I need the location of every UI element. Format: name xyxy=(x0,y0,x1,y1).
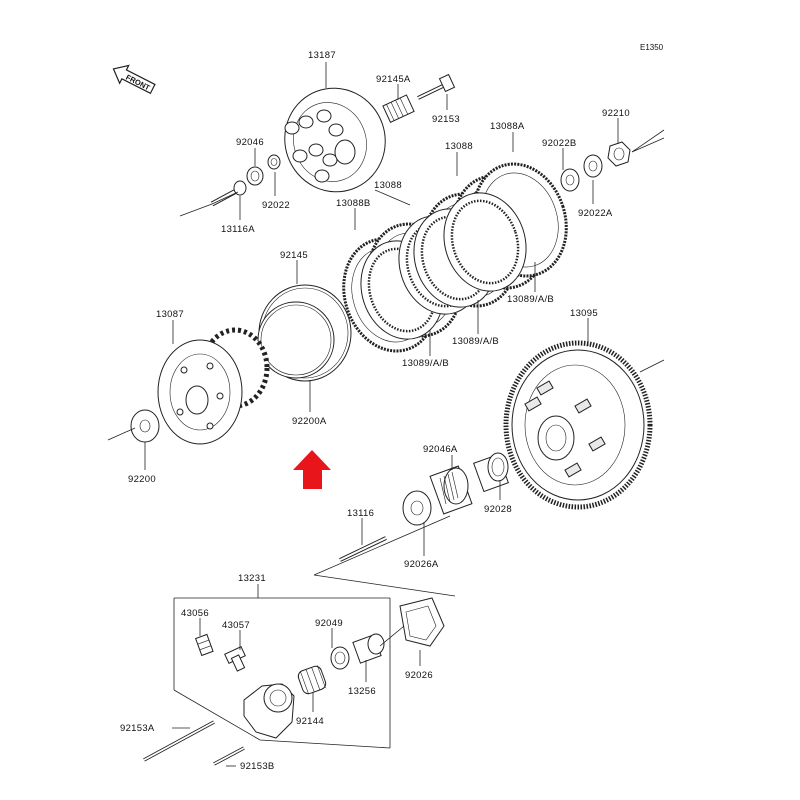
ring-92200A xyxy=(257,301,335,379)
label-92153A: 92153A xyxy=(120,723,155,734)
label-13089-2: 13089/A/B xyxy=(452,336,499,347)
label-13116A: 13116A xyxy=(221,224,255,235)
label-92153B: 92153B xyxy=(240,761,275,772)
label-13089-3: 13089/A/B xyxy=(402,358,449,369)
label-13256: 13256 xyxy=(348,686,376,697)
label-13095: 13095 xyxy=(570,308,598,319)
label-13088-top: 13088 xyxy=(445,141,473,152)
washer-92200 xyxy=(130,409,160,443)
washer-92022 xyxy=(267,154,281,170)
washer-92022B xyxy=(560,168,580,192)
clutch-housing-13095 xyxy=(503,340,653,510)
part-labels: 13187 92145A 92153 92046 92022 13116A 13… xyxy=(120,50,630,772)
label-13089-1: 13089/A/B xyxy=(507,294,554,305)
label-13087: 13087 xyxy=(156,309,184,320)
clutch-plates-stack xyxy=(342,162,568,353)
label-92026: 92026 xyxy=(405,670,433,681)
label-43057: 43057 xyxy=(222,620,250,631)
bearing-92046 xyxy=(246,166,264,186)
label-13187: 13187 xyxy=(308,50,336,61)
washer-92022A xyxy=(583,154,603,178)
clutch-hub-13087 xyxy=(157,327,270,445)
label-92022: 92022 xyxy=(262,200,290,211)
needle-bearing-92046A xyxy=(429,465,473,515)
label-43056: 43056 xyxy=(181,608,209,619)
label-13088-mid: 13088 xyxy=(374,180,402,191)
bolt-92153 xyxy=(417,73,456,100)
pressure-plate-13187 xyxy=(284,87,386,193)
label-13088A: 13088A xyxy=(490,121,525,132)
leader-lines xyxy=(107,62,665,767)
slave-cylinder-assembly xyxy=(143,597,445,766)
label-92022A: 92022A xyxy=(578,208,613,219)
label-13088B: 13088B xyxy=(336,198,371,209)
label-13116: 13116 xyxy=(347,508,374,519)
label-92144: 92144 xyxy=(296,716,324,727)
push-rod-13116A xyxy=(210,180,247,207)
label-92022B: 92022B xyxy=(542,138,577,149)
label-92049: 92049 xyxy=(315,618,343,629)
label-92145: 92145 xyxy=(280,250,308,261)
label-92210: 92210 xyxy=(602,108,630,119)
front-arrow-icon: FRONT xyxy=(112,64,156,95)
label-92145A: 92145A xyxy=(376,74,411,85)
label-92026A: 92026A xyxy=(404,559,439,570)
spring-92145A xyxy=(382,94,415,123)
diagram-code: E1350 xyxy=(640,43,664,52)
washer-92026A xyxy=(402,490,432,526)
label-92153: 92153 xyxy=(432,114,460,125)
label-92028: 92028 xyxy=(484,504,512,515)
label-92046A: 92046A xyxy=(423,444,458,455)
label-13231: 13231 xyxy=(238,573,266,584)
label-92200A: 92200A xyxy=(292,416,327,427)
red-up-arrow-icon xyxy=(293,450,331,489)
label-92200: 92200 xyxy=(128,474,156,485)
nut-92210 xyxy=(607,141,631,167)
push-rod-13116 xyxy=(339,536,387,562)
sleeve-92028 xyxy=(473,452,509,493)
label-92046: 92046 xyxy=(236,137,264,148)
